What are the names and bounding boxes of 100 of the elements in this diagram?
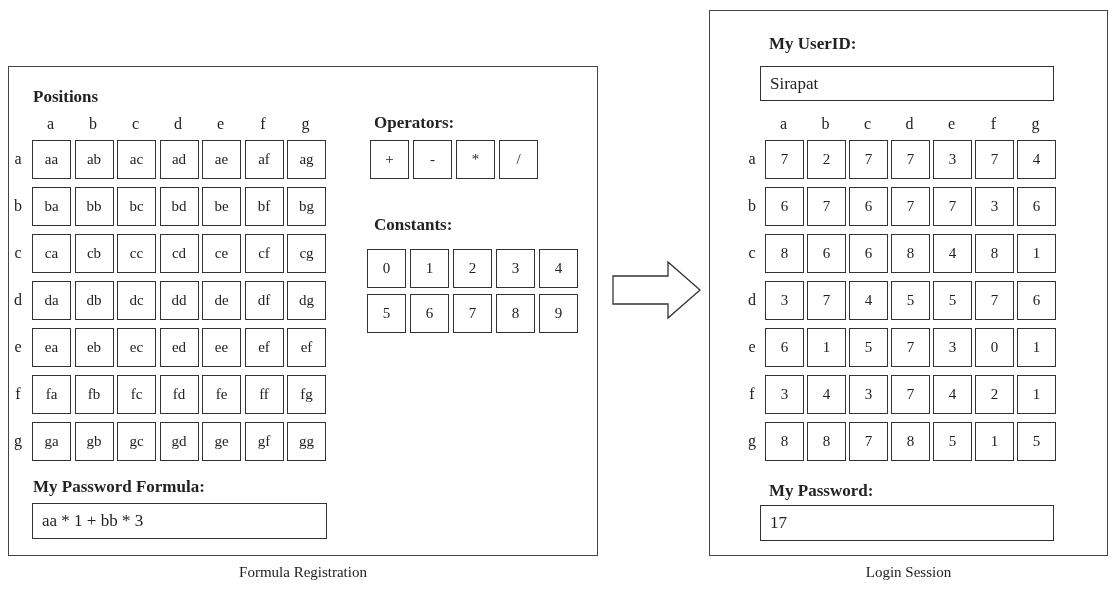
number-cell: 4 bbox=[849, 281, 888, 320]
number-cell: 3 bbox=[933, 328, 972, 367]
digit-key: 2 bbox=[453, 249, 492, 288]
number-cell: 8 bbox=[765, 234, 804, 273]
number-cell: 7 bbox=[975, 140, 1014, 179]
input-field: Sirapat bbox=[760, 66, 1054, 101]
operator-key: + bbox=[370, 140, 409, 179]
operator-key: - bbox=[413, 140, 452, 179]
position-cell: ef bbox=[244, 328, 284, 367]
row-header: g bbox=[747, 431, 757, 450]
position-cell: ec bbox=[117, 328, 156, 367]
digit-key: 0 bbox=[367, 249, 406, 288]
number-cell: 8 bbox=[891, 234, 930, 273]
position-cell: ac bbox=[117, 140, 156, 179]
column-header: d bbox=[173, 115, 183, 133]
position-cell: cb bbox=[74, 234, 114, 273]
number-cell: 6 bbox=[849, 187, 888, 226]
position-cell: fb bbox=[74, 375, 114, 414]
position-cell: ae bbox=[202, 140, 241, 179]
number-cell: 1 bbox=[1017, 234, 1056, 273]
row-header: e bbox=[747, 337, 757, 356]
position-cell: df bbox=[244, 281, 284, 320]
row-header: f bbox=[14, 384, 22, 403]
column-header: a bbox=[778, 115, 789, 133]
row-header: b bbox=[747, 196, 757, 215]
number-cell: 1 bbox=[975, 422, 1014, 461]
digit-key: 1 bbox=[410, 249, 449, 288]
position-cell: ab bbox=[74, 140, 114, 179]
number-cell: 2 bbox=[807, 140, 846, 179]
position-cell: bb bbox=[74, 187, 114, 226]
number-cell: 8 bbox=[807, 422, 846, 461]
row-header: d bbox=[13, 290, 23, 309]
userid-title: My UserID: bbox=[769, 34, 857, 54]
number-cell: 2 bbox=[975, 375, 1014, 414]
column-header: e bbox=[215, 115, 226, 133]
column-header: b bbox=[820, 115, 831, 133]
input-field: 17 bbox=[760, 505, 1054, 541]
column-header: a bbox=[45, 115, 56, 133]
operator-key: / bbox=[499, 140, 538, 179]
position-cell: gb bbox=[74, 422, 114, 461]
position-cell: dd bbox=[159, 281, 199, 320]
digit-key: 6 bbox=[410, 294, 449, 333]
digit-key: 9 bbox=[539, 294, 578, 333]
number-cell: 7 bbox=[849, 140, 888, 179]
row-header: c bbox=[13, 243, 23, 262]
number-cell: 7 bbox=[765, 140, 804, 179]
position-cell: bf bbox=[244, 187, 284, 226]
position-cell: fe bbox=[202, 375, 241, 414]
position-cell: gf bbox=[244, 422, 284, 461]
position-cell: fg bbox=[287, 375, 326, 414]
constants-title: Constants: bbox=[374, 215, 453, 235]
number-cell: 8 bbox=[765, 422, 804, 461]
number-cell: 0 bbox=[975, 328, 1014, 367]
number-cell: 3 bbox=[975, 187, 1014, 226]
panel-caption: Login Session bbox=[865, 564, 952, 581]
column-header: g bbox=[300, 115, 311, 133]
column-header: e bbox=[946, 115, 957, 133]
grid-title: Positions bbox=[33, 87, 99, 107]
position-cell: ba bbox=[32, 187, 71, 226]
operators-title: Operators: bbox=[374, 113, 455, 133]
number-cell: 8 bbox=[891, 422, 930, 461]
number-cell: 1 bbox=[1017, 375, 1056, 414]
position-cell: dc bbox=[117, 281, 156, 320]
row-header: a bbox=[747, 149, 757, 168]
column-header: f bbox=[259, 115, 267, 133]
position-cell: bd bbox=[159, 187, 199, 226]
number-cell: 7 bbox=[891, 187, 930, 226]
column-header: c bbox=[130, 115, 141, 133]
number-cell: 7 bbox=[975, 281, 1014, 320]
number-cell: 6 bbox=[1017, 281, 1056, 320]
number-cell: 6 bbox=[765, 328, 804, 367]
number-cell: 6 bbox=[1017, 187, 1056, 226]
position-cell: gc bbox=[117, 422, 156, 461]
position-cell: ag bbox=[287, 140, 326, 179]
number-cell: 5 bbox=[891, 281, 930, 320]
column-header: g bbox=[1030, 115, 1041, 133]
position-cell: cc bbox=[117, 234, 156, 273]
number-cell: 7 bbox=[933, 187, 972, 226]
panel-caption: Formula Registration bbox=[239, 564, 367, 581]
position-cell: af bbox=[244, 140, 284, 179]
form-panel bbox=[8, 66, 598, 556]
position-cell: ed bbox=[159, 328, 199, 367]
number-cell: 1 bbox=[1017, 328, 1056, 367]
position-cell: ad bbox=[159, 140, 199, 179]
position-cell: cg bbox=[287, 234, 326, 273]
position-cell: bg bbox=[287, 187, 326, 226]
row-header: c bbox=[747, 243, 757, 262]
position-cell: eb bbox=[74, 328, 114, 367]
position-cell: dg bbox=[287, 281, 326, 320]
number-cell: 5 bbox=[933, 422, 972, 461]
row-header: f bbox=[748, 384, 756, 403]
position-cell: be bbox=[202, 187, 241, 226]
digit-key: 8 bbox=[496, 294, 535, 333]
digit-key: 4 bbox=[539, 249, 578, 288]
number-cell: 3 bbox=[849, 375, 888, 414]
position-cell: bc bbox=[117, 187, 156, 226]
column-header: b bbox=[88, 115, 98, 133]
position-cell: ge bbox=[202, 422, 241, 461]
position-cell: gd bbox=[159, 422, 199, 461]
position-cell: de bbox=[202, 281, 241, 320]
